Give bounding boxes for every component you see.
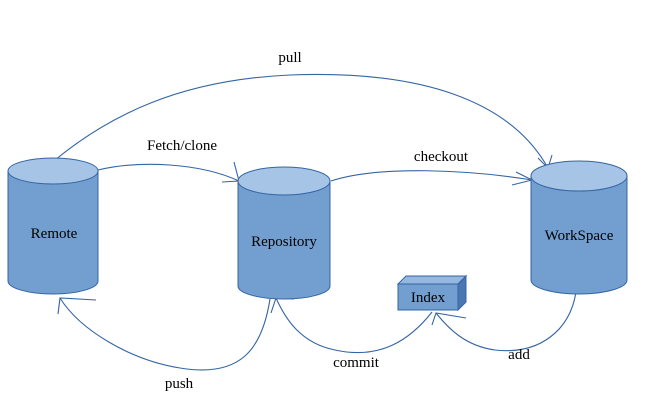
arrowhead-fetch-clone [221, 161, 240, 183]
repository-cylinder-body [237, 180, 331, 300]
repository-cylinder-top [237, 166, 331, 196]
edges [54, 73, 577, 371]
edge-pull [54, 73, 549, 169]
workspace-cylinder-top [530, 160, 628, 192]
index-box-top [396, 275, 468, 285]
edge-add [435, 291, 577, 352]
edge-labels: pull Fetch/clone checkout push commit ad… [147, 50, 530, 392]
pull-label: pull [278, 50, 301, 66]
remote-cylinder-top [7, 157, 99, 185]
arrowhead-add [431, 312, 467, 326]
repository-cylinder: Repository [237, 166, 331, 300]
edge-checkout [330, 170, 533, 182]
push-label: push [165, 376, 194, 392]
checkout-label: checkout [414, 149, 469, 165]
workspace-label: WorkSpace [545, 228, 614, 244]
index-label: Index [411, 290, 446, 306]
index-box: Index [396, 274, 468, 312]
remote-cylinder: Remote [7, 157, 99, 295]
add-label: add [508, 347, 530, 363]
edge-commit [275, 297, 433, 354]
edge-fetch-clone [97, 163, 240, 182]
remote-cylinder-body [7, 170, 99, 295]
edge-push [59, 297, 271, 371]
remote-label: Remote [31, 226, 78, 242]
index-box-front [397, 283, 459, 311]
repository-label: Repository [251, 234, 317, 250]
commit-label: commit [333, 355, 380, 371]
fetch-clone-label: Fetch/clone [147, 138, 217, 154]
arrowhead-push [57, 297, 97, 315]
workspace-cylinder-body [530, 175, 628, 295]
workspace-cylinder: WorkSpace [530, 160, 628, 295]
